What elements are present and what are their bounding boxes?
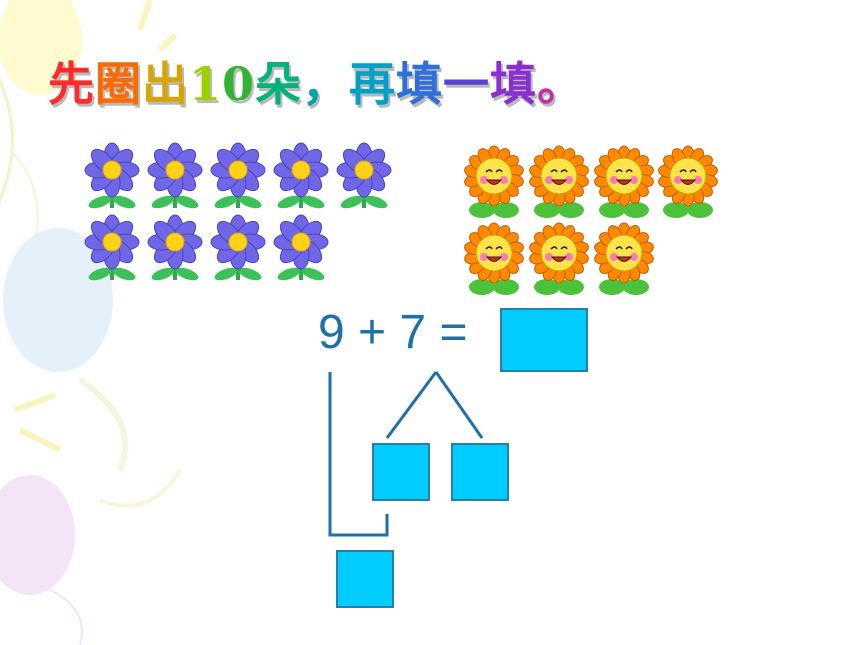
purple-flower-icon [336, 142, 392, 209]
title-char: 填 [490, 57, 538, 111]
smiling-sunflower-icon [594, 222, 654, 295]
smiling-sunflower-icon [529, 145, 589, 218]
purple-flower-icon [210, 142, 266, 209]
equals-sign: = [439, 306, 468, 359]
addend-a: 9 [318, 306, 345, 359]
addend-b: 7 [399, 306, 427, 359]
sum-box[interactable] [336, 550, 394, 608]
split-right-box[interactable] [451, 443, 509, 501]
answer-box[interactable] [500, 308, 588, 372]
yellow-balloon-icon [0, 0, 82, 95]
page-title: 先圈出10朵，再填一填。 [48, 48, 584, 118]
purple-flower-icon [84, 214, 140, 281]
purple-flower-icon [84, 142, 140, 209]
blue-balloon-icon [3, 228, 113, 372]
split-left-box[interactable] [372, 443, 430, 501]
title-char: 1 [189, 57, 223, 111]
title-char: 出 [142, 57, 189, 111]
title-char: 圈 [95, 57, 142, 111]
smiling-sunflower-icon [529, 222, 589, 295]
title-char: 0 [222, 57, 256, 111]
title-char: 一 [443, 57, 491, 111]
sunflower-group [464, 145, 718, 295]
plus-sign: + [358, 306, 387, 359]
purple-flower-icon [147, 142, 203, 209]
purple-flower-icon [273, 214, 329, 281]
purple-flower-icon [147, 214, 203, 281]
title-char: 填 [396, 57, 444, 111]
smiling-sunflower-icon [658, 145, 718, 218]
purple-flower-icon [210, 214, 266, 281]
smiling-sunflower-icon [464, 145, 524, 218]
smiling-sunflower-icon [594, 145, 654, 218]
purple-balloon-icon [0, 475, 75, 595]
title-char: 朵 [255, 57, 303, 111]
title-char: ， [302, 57, 350, 111]
title-char: 先 [48, 57, 95, 111]
purple-flower-icon [273, 142, 329, 209]
smiling-sunflower-icon [464, 222, 524, 295]
title-char: 再 [349, 57, 397, 111]
purple-flower-group [84, 142, 392, 281]
title-char: 。 [537, 57, 585, 111]
equation: 9 + 7 = [318, 305, 468, 360]
